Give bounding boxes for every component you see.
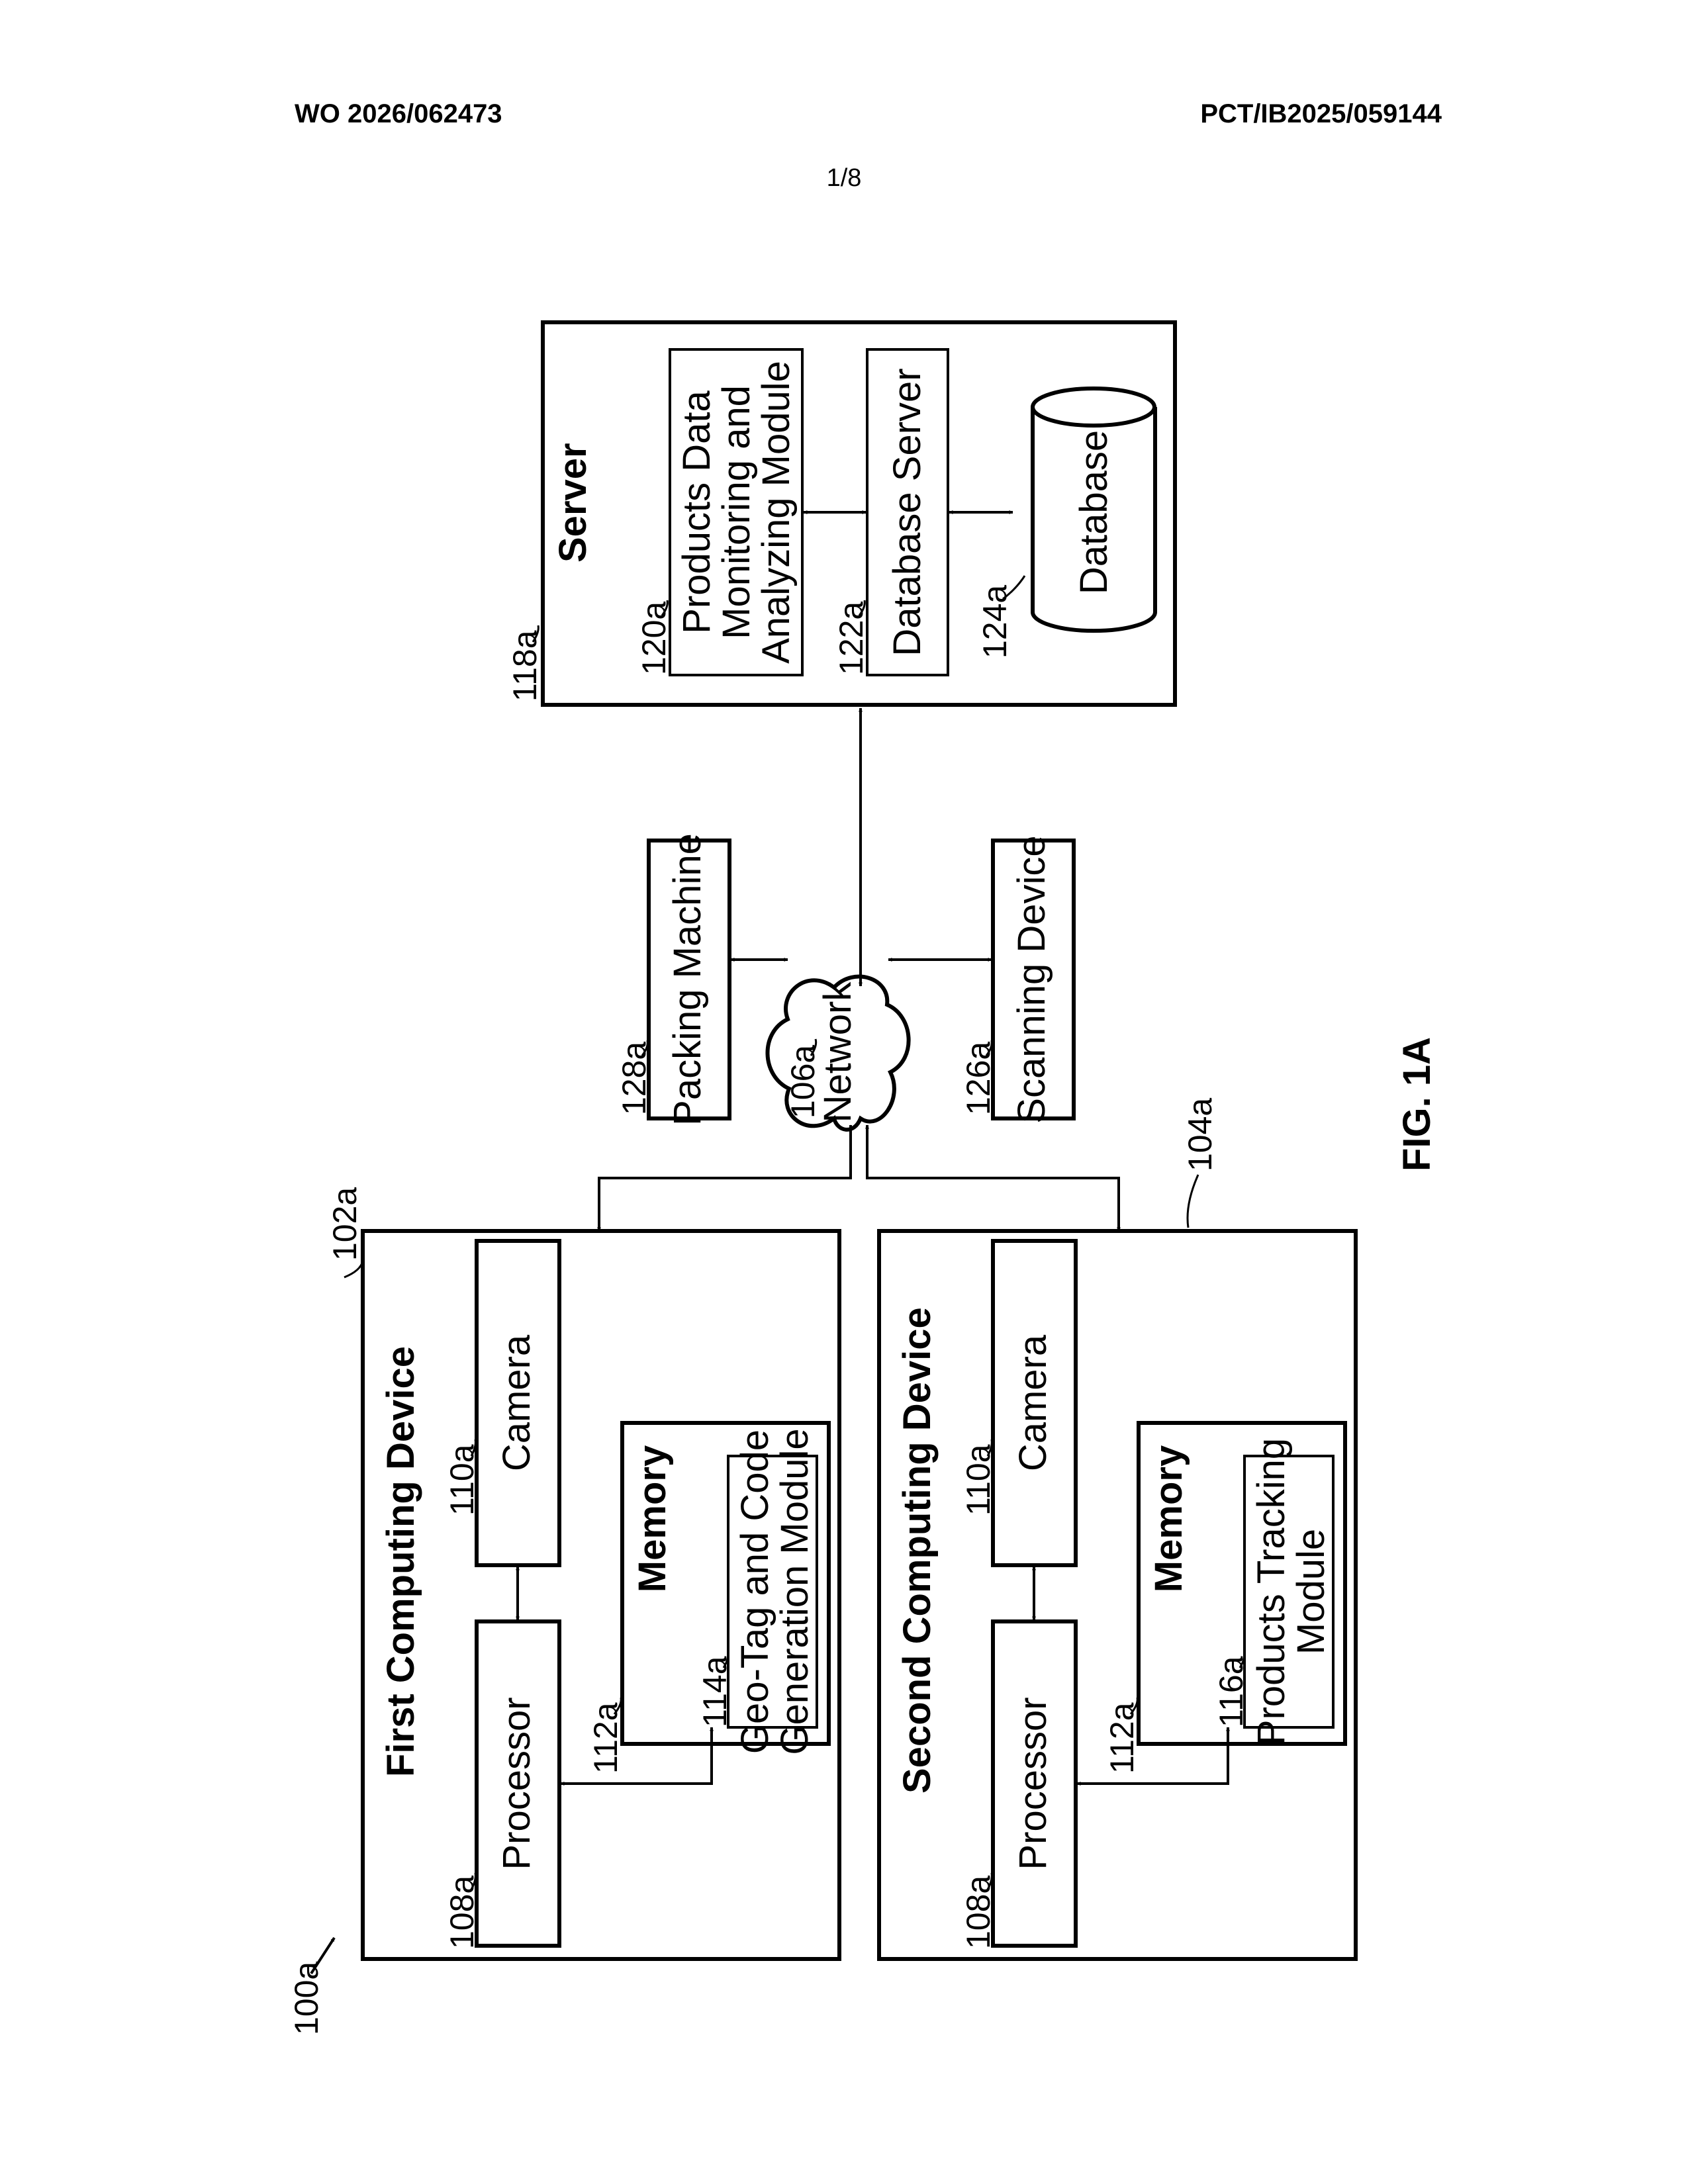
geo-tag-module-ref: 114a bbox=[696, 1656, 733, 1727]
second-camera-label: Camera bbox=[1011, 1334, 1055, 1471]
scanning-device: Scanning Device 126a bbox=[888, 835, 1074, 1123]
products-tracking-module-line2: Module bbox=[1289, 1529, 1333, 1655]
first-device-network-link bbox=[599, 1125, 851, 1231]
network-label: Network bbox=[816, 981, 859, 1123]
first-processor-ref: 108a bbox=[444, 1876, 481, 1949]
first-memory-ref: 112a bbox=[587, 1702, 624, 1774]
first-device-title: First Computing Device bbox=[379, 1346, 422, 1777]
database-server-ref: 122a bbox=[833, 602, 870, 675]
second-processor-label: Processor bbox=[1011, 1697, 1055, 1870]
second-device-title: Second Computing Device bbox=[896, 1307, 939, 1794]
first-device-ref: 102a bbox=[326, 1187, 363, 1261]
second-device-ref: 104a bbox=[1182, 1098, 1219, 1171]
server-title: Server bbox=[551, 443, 594, 563]
packing-machine-ref: 128a bbox=[616, 1042, 653, 1115]
system-ref: 100a bbox=[288, 1962, 325, 2035]
geo-tag-module-line2: Generation Module bbox=[773, 1428, 816, 1754]
database-cylinder-end bbox=[1033, 388, 1154, 426]
figure-caption: FIG. 1A bbox=[1395, 1037, 1438, 1171]
second-processor-ref: 108a bbox=[960, 1876, 997, 1949]
products-tracking-module-ref: 116a bbox=[1213, 1656, 1250, 1727]
scanning-device-ref: 126a bbox=[960, 1042, 997, 1115]
monitoring-module-ref: 120a bbox=[635, 602, 673, 675]
first-processor-memory-link bbox=[561, 1727, 712, 1784]
second-camera-ref: 110a bbox=[960, 1444, 997, 1516]
first-camera-label: Camera bbox=[495, 1334, 538, 1471]
network-cloud: Network 106a bbox=[767, 977, 908, 1130]
geo-tag-module-line1: Geo-Tag and Code bbox=[733, 1430, 776, 1754]
database-cylinder-base bbox=[1033, 612, 1155, 631]
second-memory-ref: 112a bbox=[1103, 1702, 1141, 1774]
second-processor-memory-link bbox=[1077, 1727, 1228, 1784]
second-device-network-link bbox=[867, 1125, 1119, 1231]
server-ref: 118a bbox=[506, 630, 543, 702]
second-device-leader bbox=[1188, 1175, 1198, 1228]
server: Server Products Data Monitoring and Anal… bbox=[506, 322, 1175, 705]
first-processor-label: Processor bbox=[495, 1697, 538, 1870]
network-ref: 106a bbox=[784, 1045, 821, 1118]
first-device-leader bbox=[344, 1261, 363, 1277]
packing-machine-label: Packing Machine bbox=[666, 833, 709, 1126]
first-camera-ref: 110a bbox=[444, 1444, 481, 1516]
database-cylinder: Database bbox=[1033, 388, 1155, 631]
monitoring-module-line1: Products Data bbox=[675, 390, 718, 634]
monitoring-module-line3: Analyzing Module bbox=[755, 361, 798, 664]
database-label: Database bbox=[1072, 430, 1115, 594]
monitoring-module-line2: Monitoring and bbox=[715, 385, 758, 639]
first-computing-device: First Computing Device Processor Camera … bbox=[326, 1187, 839, 1959]
second-memory-label: Memory bbox=[1147, 1445, 1190, 1592]
scanning-device-label: Scanning Device bbox=[1010, 835, 1053, 1123]
products-tracking-module-line1: Products Tracking bbox=[1250, 1438, 1293, 1745]
database-server-label: Database Server bbox=[886, 368, 929, 656]
first-memory-label: Memory bbox=[631, 1445, 674, 1592]
packing-machine: Packing Machine 128a bbox=[616, 833, 788, 1126]
